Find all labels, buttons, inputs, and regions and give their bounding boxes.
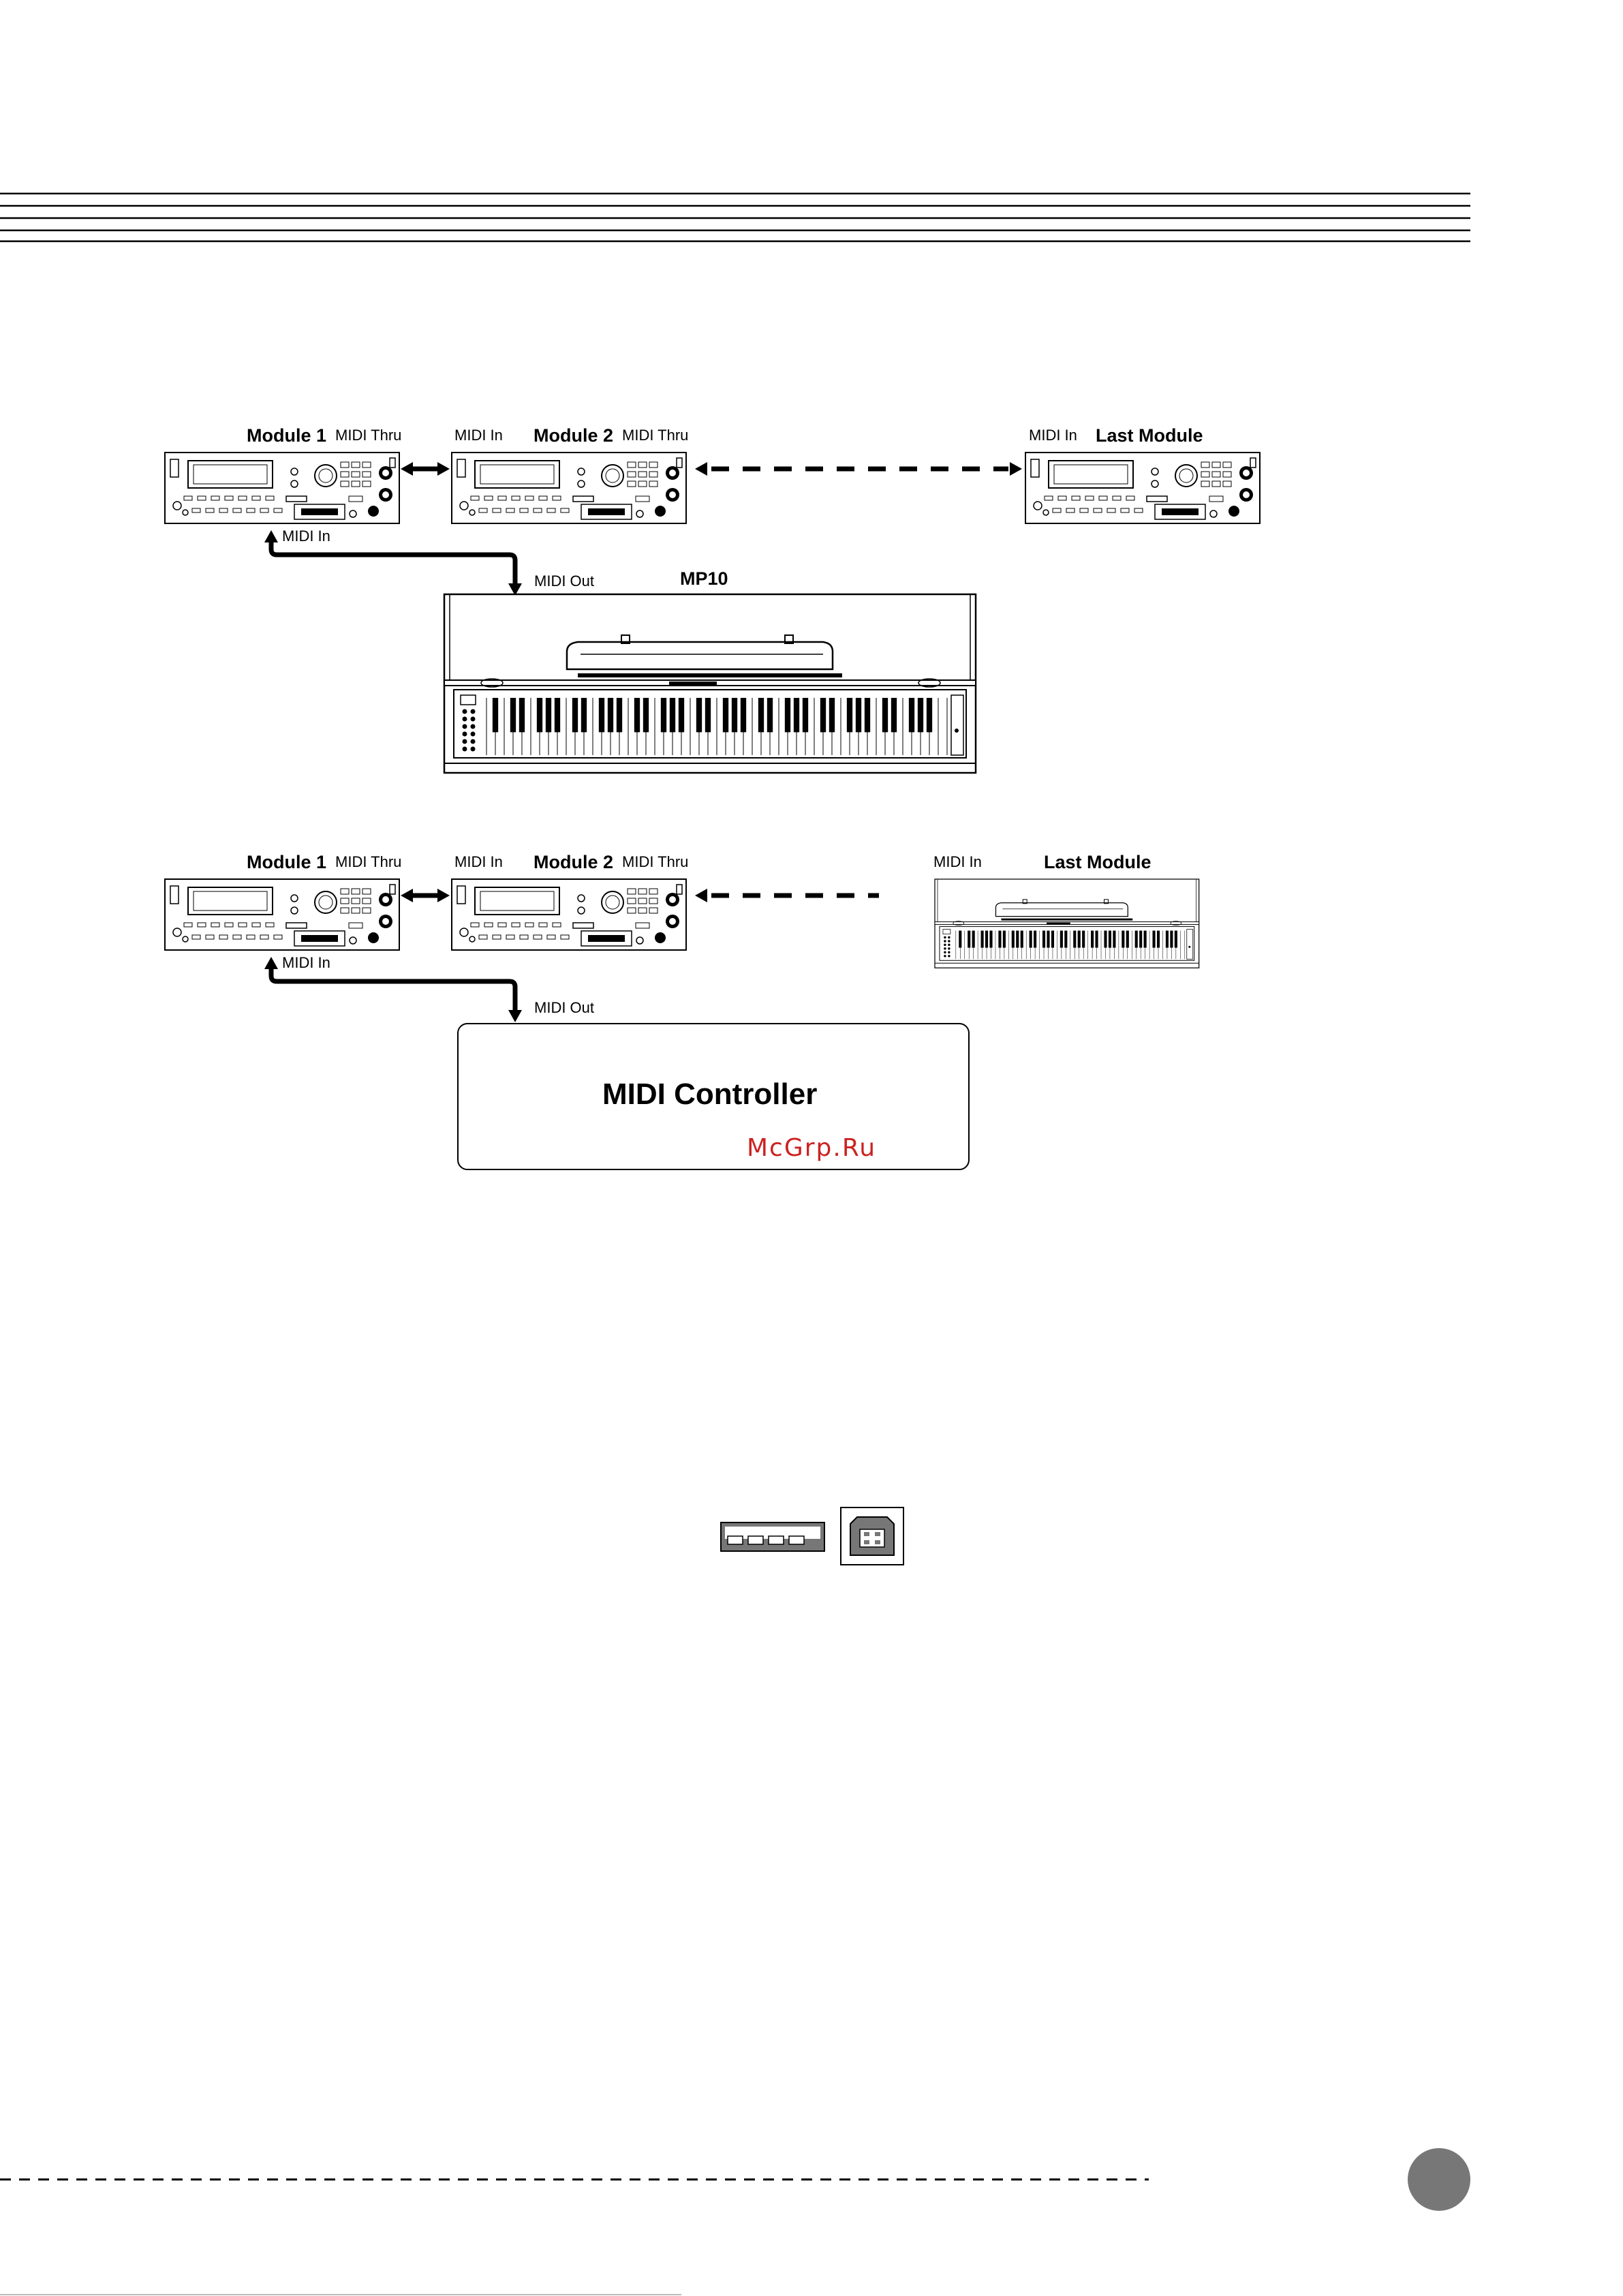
mp10-digital-piano-illustration [444, 594, 976, 773]
module-1-midi-in-label: MIDI In [282, 527, 330, 545]
module-2-to-last-dashed-arrow [695, 889, 879, 902]
midi-controller-title: MIDI Controller [602, 1077, 817, 1111]
mp10-midi-out-label: MIDI Out [534, 572, 594, 590]
module-2-title: Module 2 [534, 852, 613, 872]
module-1-midi-thru-label: MIDI Thru [335, 427, 401, 444]
last-module-title: Last Module [1044, 852, 1151, 872]
usb-type-b-port-icon [841, 1507, 903, 1565]
last-sound-module [1025, 453, 1260, 523]
usb-type-a-port-icon [721, 1522, 824, 1551]
watermark: McGrp.Ru [747, 1134, 876, 1162]
sound-module-1 [165, 879, 399, 950]
controller-midi-out-label: MIDI Out [534, 999, 594, 1016]
module-2-to-last-dashed-arrow [695, 462, 1022, 476]
module-2-midi-in-label: MIDI In [454, 427, 503, 444]
module-1-title: Module 1 [247, 425, 326, 446]
module-2-midi-thru-label: MIDI Thru [622, 853, 688, 870]
midi-chain-diagram-controller: Module 1 MIDI Thru MIDI In Module 2 MIDI… [165, 852, 1199, 1169]
module-1-to-2-arrow [401, 462, 450, 476]
header-rules [0, 194, 1470, 241]
last-module-midi-in-label: MIDI In [1029, 427, 1077, 444]
last-module-digital-piano-illustration [935, 879, 1199, 968]
midi-chain-diagram-mp10: Module 1 MIDI Thru MIDI In Module 2 MIDI… [165, 425, 1260, 773]
module-2-title: Module 2 [534, 425, 613, 446]
sound-module-2 [452, 879, 686, 950]
sound-module-1 [165, 453, 399, 523]
module-2-midi-in-label: MIDI In [454, 853, 503, 870]
mp10-title: MP10 [680, 568, 728, 589]
module-2-midi-thru-label: MIDI Thru [622, 427, 688, 444]
module-1-to-2-arrow [401, 889, 450, 902]
module-1-midi-thru-label: MIDI Thru [335, 853, 401, 870]
module-1-title: Module 1 [247, 852, 326, 872]
last-module-title: Last Module [1096, 425, 1203, 446]
page-number-badge [1408, 2148, 1470, 2211]
sound-module-2 [452, 453, 686, 523]
last-module-midi-in-label: MIDI In [933, 853, 982, 870]
module-1-midi-in-label: MIDI In [282, 954, 330, 971]
